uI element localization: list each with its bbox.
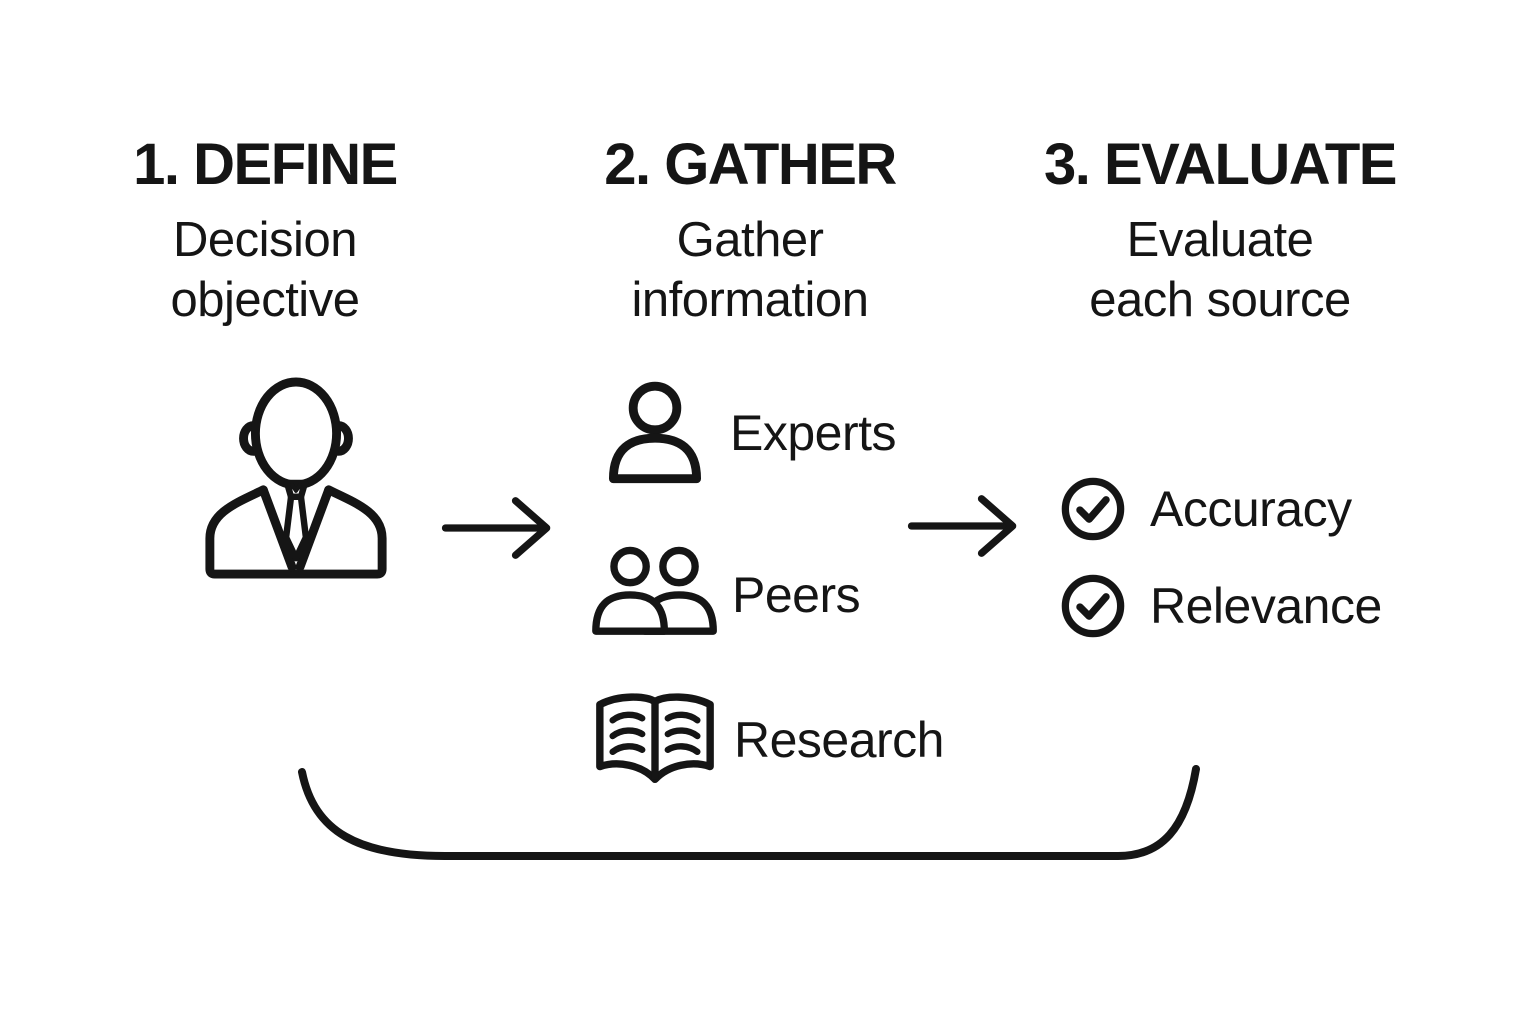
step-gather-subtitle-line1: Gather bbox=[676, 213, 824, 267]
gather-item-experts-label: Experts bbox=[730, 405, 897, 461]
step-define-subtitle-line2: objective bbox=[170, 273, 360, 327]
step-evaluate-subtitle: Evaluate each source bbox=[988, 210, 1452, 330]
step-define-title: 1. DEFINE bbox=[133, 132, 398, 197]
gather-item-peers-label: Peers bbox=[732, 567, 861, 623]
open-book-icon bbox=[590, 688, 720, 788]
step-gather-subtitle-line2: information bbox=[631, 273, 869, 327]
evaluate-item-relevance-label: Relevance bbox=[1150, 578, 1382, 634]
step-gather-subtitle: Gather information bbox=[520, 210, 980, 330]
step-define-subtitle: Decision objective bbox=[35, 210, 495, 330]
people-icon bbox=[588, 542, 725, 642]
step-define-subtitle-line1: Decision bbox=[173, 213, 357, 267]
step-evaluate-subtitle-line2: each source bbox=[1089, 273, 1351, 327]
gather-item-research-label: Research bbox=[734, 712, 945, 768]
right-arrow-icon bbox=[906, 491, 1024, 561]
evaluate-item-accuracy-label: Accuracy bbox=[1150, 481, 1352, 537]
check-circle-icon bbox=[1061, 477, 1125, 541]
person-icon bbox=[603, 378, 707, 490]
businessman-icon bbox=[197, 376, 395, 584]
right-arrow-icon bbox=[440, 493, 558, 563]
step-evaluate-subtitle-line1: Evaluate bbox=[1126, 213, 1314, 267]
step-gather-header: 2. GATHER Gather information bbox=[520, 136, 980, 330]
step-define-header: 1. DEFINE Decision objective bbox=[35, 136, 495, 330]
step-gather-title: 2. GATHER bbox=[604, 132, 897, 197]
step-evaluate-title: 3. EVALUATE bbox=[1044, 132, 1397, 197]
step-evaluate-header: 3. EVALUATE Evaluate each source bbox=[988, 136, 1452, 330]
check-circle-icon bbox=[1061, 574, 1125, 638]
